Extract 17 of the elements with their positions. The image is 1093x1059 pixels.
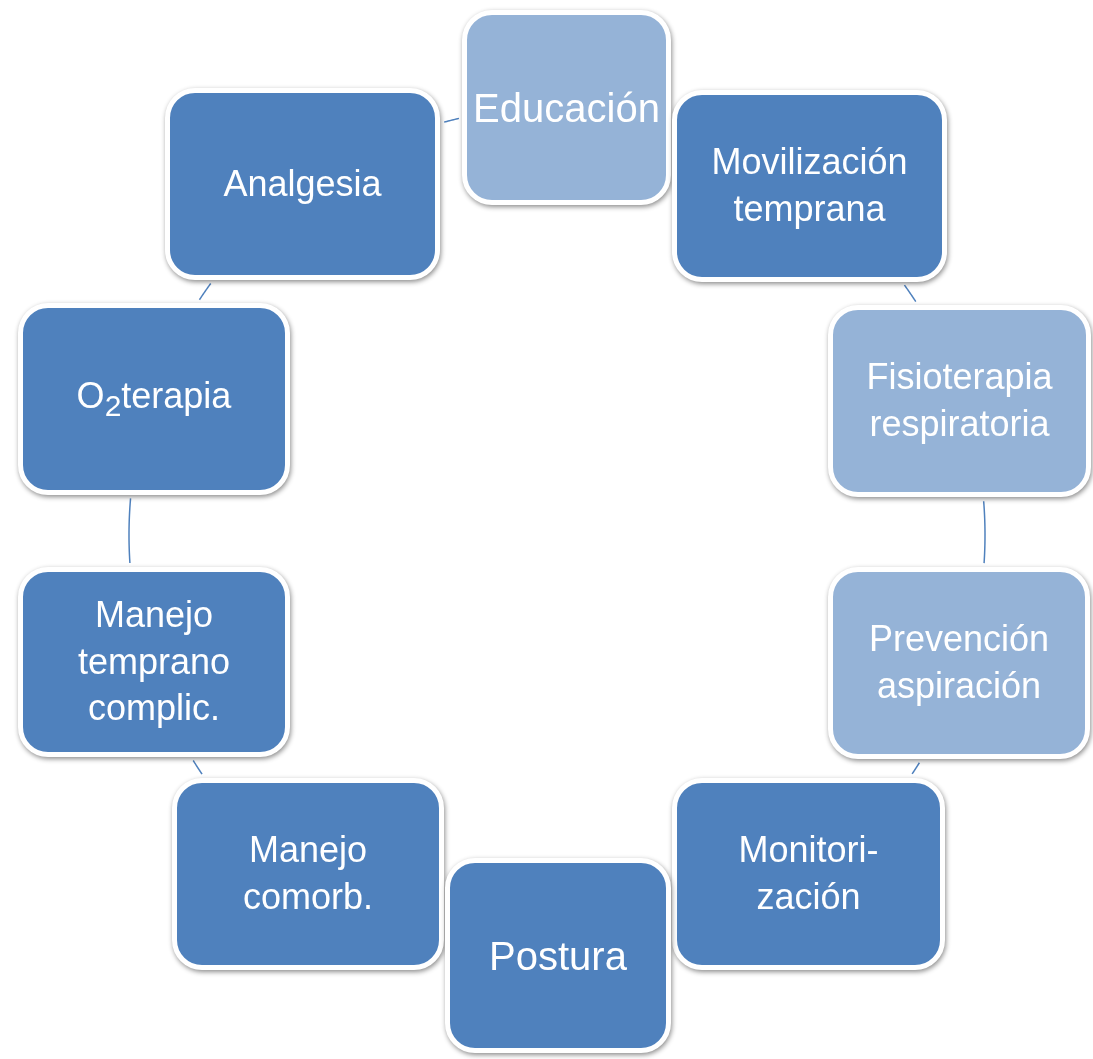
box-label: O$_{2}$terapia <box>75 373 233 425</box>
box-label: Analgesia <box>222 161 383 206</box>
box-label: Monitori- zación <box>737 828 880 919</box>
box-label: Fisioterapia respiratoria <box>865 355 1054 446</box>
box-label: Manejo temprano complic. <box>76 592 232 731</box>
box-label: Prevención aspiración <box>867 617 1051 708</box>
connector-line <box>903 284 917 303</box>
box-label: Educación <box>472 84 661 132</box>
box-label: Movilización temprana <box>710 140 909 231</box>
connector-line <box>911 762 921 775</box>
box-label: Manejo comorb. <box>241 828 374 919</box>
connector-line <box>443 117 460 123</box>
connector-line <box>198 282 212 301</box>
connector-line <box>192 759 203 775</box>
box-label: Postura <box>488 932 628 980</box>
connector-line <box>128 497 132 564</box>
connector-line <box>982 500 986 564</box>
